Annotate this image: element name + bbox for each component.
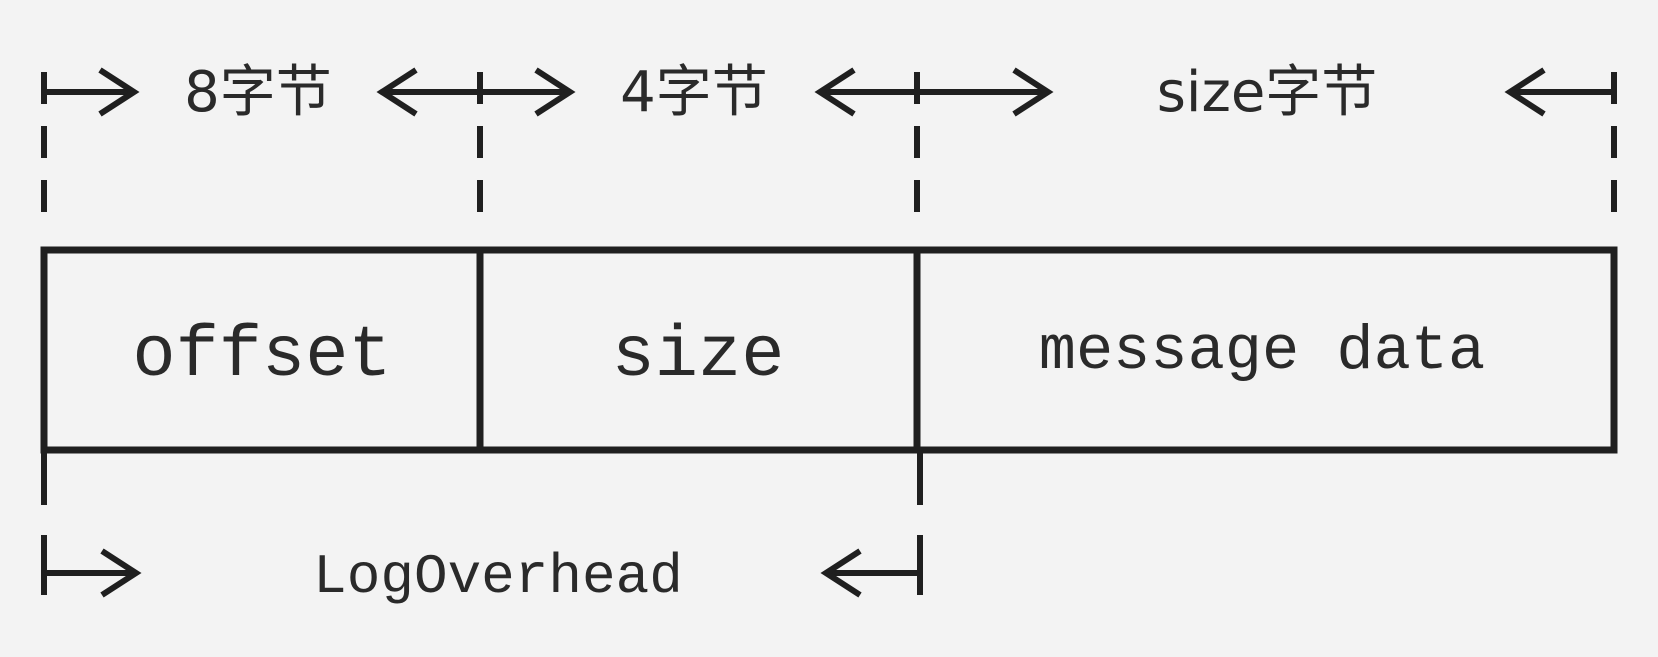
- dimension-size: [480, 67, 917, 117]
- dimension-message-data: [917, 67, 1614, 117]
- field-offset: offset: [132, 315, 391, 397]
- overhead-label: LogOverhead: [313, 545, 683, 609]
- dimension-offset: [44, 67, 480, 117]
- size-label-offset: 8字节: [184, 60, 332, 125]
- arrow-head-right: [98, 67, 140, 117]
- field-size: size: [612, 315, 785, 397]
- dimension-arrows-top: [44, 67, 1614, 117]
- overhead-dimension: [41, 450, 923, 598]
- record-outline: [40, 246, 1618, 454]
- arrow-head-right: [1012, 67, 1054, 117]
- size-label-size: 4字节: [620, 60, 768, 125]
- field-message-data: message data: [1039, 316, 1485, 387]
- arrow-head-left: [376, 67, 418, 117]
- boundary-guides-top: [41, 72, 1617, 222]
- record-box: [40, 246, 1618, 454]
- size-label-message-data: size字节: [1157, 60, 1378, 125]
- arrow-head-left: [1504, 67, 1546, 117]
- arrow-head-left: [820, 548, 862, 598]
- arrow-head-right: [534, 67, 576, 117]
- arrow-head-right: [100, 548, 142, 598]
- arrow-head-left: [814, 67, 856, 117]
